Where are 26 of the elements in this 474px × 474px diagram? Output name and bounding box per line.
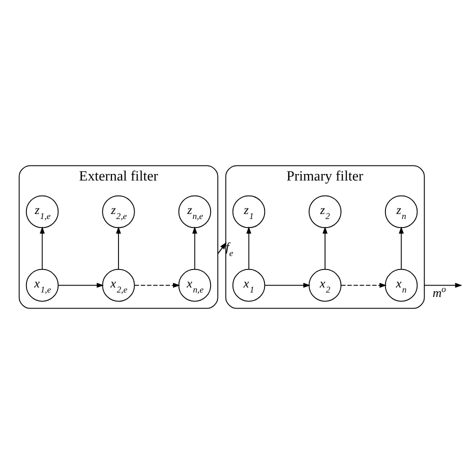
arrow bbox=[246, 226, 252, 270]
node-circle: x$_{n}$ bbox=[384, 268, 418, 302]
edge-label: m$^{o}$ bbox=[432, 284, 446, 300]
arrow bbox=[134, 282, 180, 288]
node-circle: z$_{1}$ bbox=[232, 195, 266, 228]
arrow bbox=[322, 226, 328, 270]
arrow bbox=[217, 242, 227, 254]
arrow bbox=[424, 282, 462, 288]
arrow bbox=[58, 282, 104, 288]
edge-label: f$_{e}$ bbox=[226, 240, 234, 258]
arrow bbox=[398, 226, 404, 270]
arrow bbox=[264, 282, 310, 288]
arrow bbox=[116, 226, 121, 270]
arrow bbox=[340, 282, 387, 288]
node-circle: x$_{2}$ bbox=[308, 268, 342, 302]
node-circle: z$_{n}$ bbox=[384, 195, 418, 228]
node-circle: z$_{2,e}$ bbox=[102, 195, 135, 228]
node-circle: x$_{1,e}$ bbox=[26, 268, 59, 302]
node-circle: x$_{1}$ bbox=[232, 268, 266, 302]
arrow bbox=[192, 226, 198, 270]
node-circle: z$_{1,e}$ bbox=[26, 195, 59, 228]
node-circle: z$_{2}$ bbox=[308, 195, 342, 228]
arrow bbox=[40, 226, 45, 270]
node-circle: z$_{n,e}$ bbox=[178, 195, 212, 228]
node-circle: x$_{n,e}$ bbox=[178, 268, 212, 302]
node-circle: x$_{2,e}$ bbox=[102, 268, 135, 302]
